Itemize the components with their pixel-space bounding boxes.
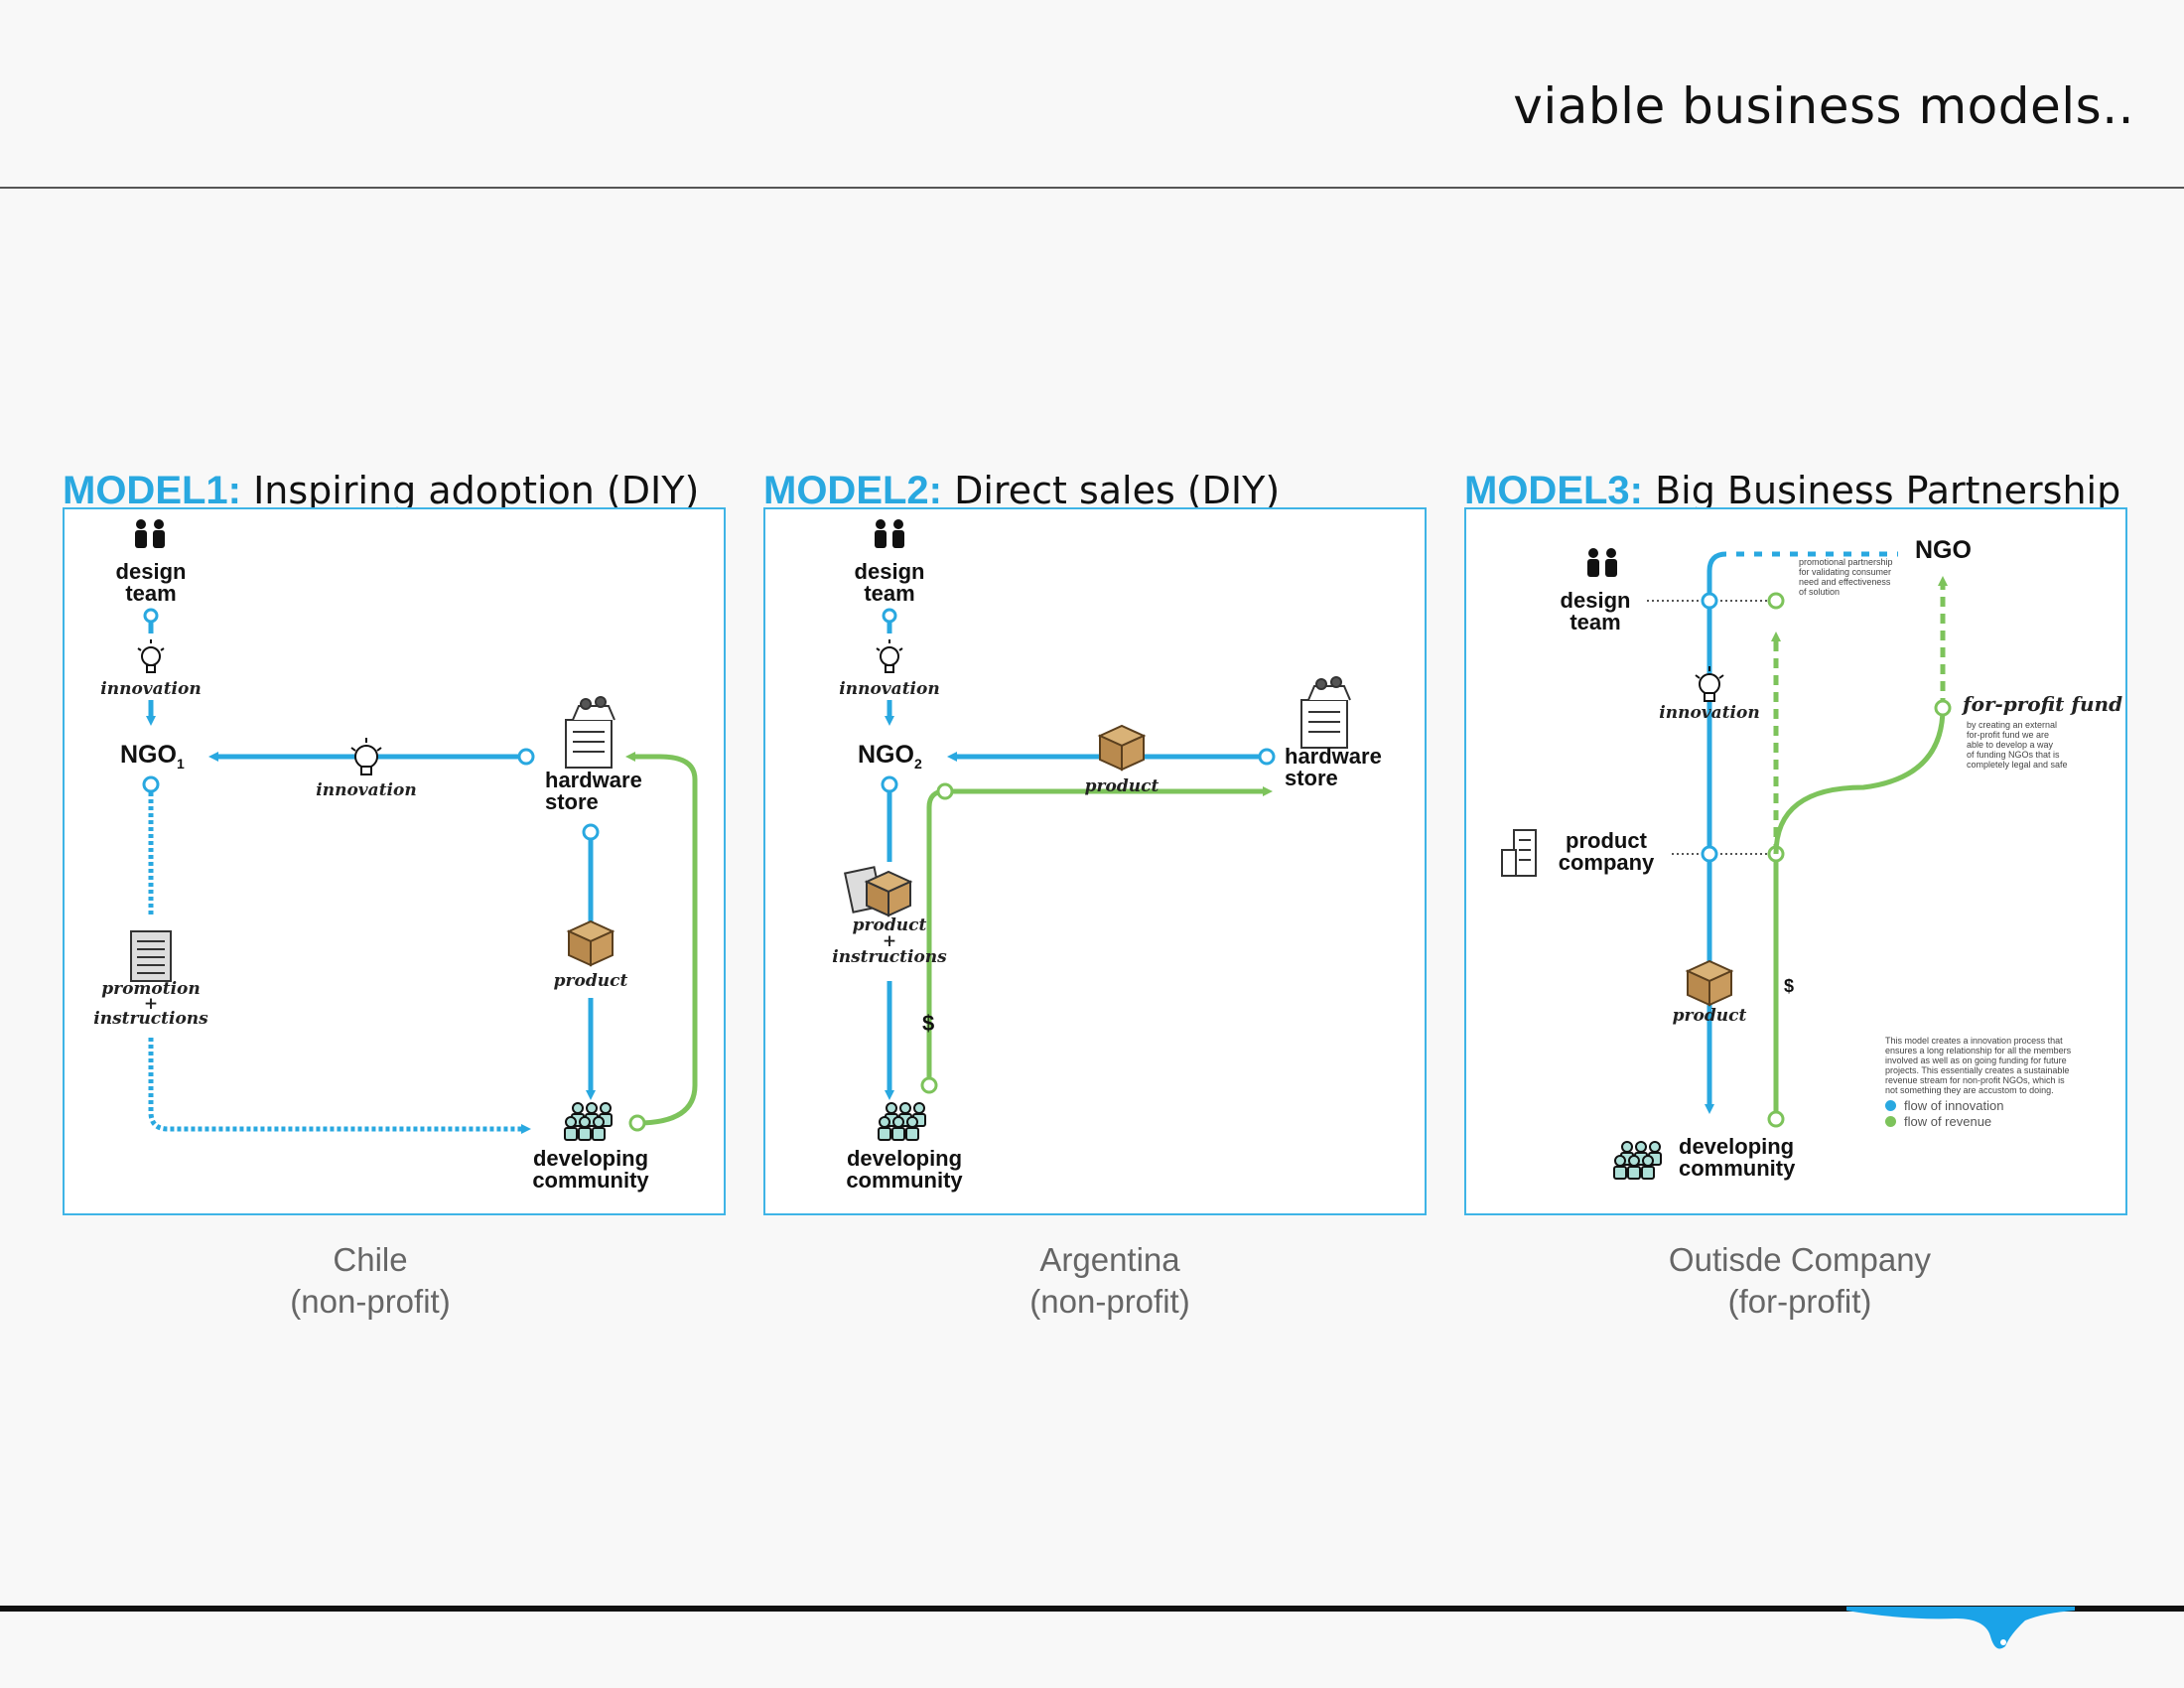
lightbulb-icon — [876, 639, 903, 673]
page-title: viable business models.. — [1513, 77, 2134, 135]
design-team-label: design team — [1560, 588, 1631, 634]
model3-diagram — [1501, 548, 1952, 1180]
model3-tag: MODEL3: — [1464, 469, 1643, 512]
people-icon — [1587, 548, 1617, 577]
document-icon — [130, 930, 172, 982]
design-team-label: design team — [854, 559, 925, 606]
model1-heading: MODEL1: Inspiring adoption (DIY) — [63, 469, 699, 513]
store-icon — [1300, 676, 1351, 749]
box-icon — [566, 919, 615, 967]
model3-caption: Outisde Company (for-profit) — [1601, 1239, 1998, 1323]
model1-diagram — [130, 519, 698, 1141]
promotion-label: promotion + instructions — [93, 979, 208, 1029]
top-divider — [0, 187, 2184, 189]
model-note: This model creates a innovation process … — [1885, 1036, 2072, 1095]
model2-tag: MODEL2: — [763, 469, 942, 512]
ngo-label: NGO — [1915, 536, 1972, 564]
model1-panel: design team innovation NGO1 innovation h… — [63, 507, 726, 1215]
fund-note: by creating an external for-profit fund … — [1967, 720, 2068, 770]
product-label: product — [553, 971, 628, 991]
model2-heading: MODEL2: Direct sales (DIY) — [763, 469, 1280, 513]
community-icon — [878, 1102, 926, 1141]
store-icon — [565, 696, 615, 769]
product-label: product — [1672, 1006, 1747, 1026]
bottom-divider — [0, 1606, 2184, 1612]
caption-company: Outisde Company — [1668, 1241, 1932, 1278]
model3-panel: NGO promotional partnership for validati… — [1464, 507, 2127, 1215]
model2-panel: design team innovation NGO2 product hard… — [763, 507, 1427, 1215]
dollar-label: $ — [1784, 976, 1795, 996]
community-icon — [1613, 1141, 1662, 1180]
model2-caption: Argentina (non-profit) — [911, 1239, 1308, 1323]
promo-note: promotional partnership for validating c… — [1799, 557, 1893, 597]
document-box-icon — [843, 866, 913, 917]
innovation-label: innovation — [1659, 703, 1760, 723]
box-icon — [1097, 724, 1147, 772]
model1-tag: MODEL1: — [63, 469, 241, 512]
design-team-label: design team — [115, 559, 187, 606]
ngo-label: NGO1 — [120, 741, 185, 772]
model1-caption: Chile (non-profit) — [172, 1239, 569, 1323]
caption-type: (non-profit) — [1029, 1283, 1190, 1320]
box-icon — [1685, 959, 1734, 1007]
ngo-label: NGO2 — [858, 741, 922, 772]
water-drop-logo-icon — [1846, 1607, 2075, 1649]
caption-type: (for-profit) — [1727, 1283, 1872, 1320]
model2-diagram — [843, 519, 1351, 1141]
model1-title: Inspiring adoption (DIY) — [253, 469, 700, 512]
product-flow-label: product — [1084, 776, 1160, 796]
lightbulb-icon — [1695, 666, 1724, 702]
green-dot-icon — [1885, 1116, 1896, 1127]
lightbulb-icon — [350, 738, 382, 775]
for-profit-fund-label: for-profit fund — [1963, 692, 2123, 716]
hardware-store-label: hardware store — [545, 768, 642, 814]
building-icon — [1501, 829, 1537, 877]
lightbulb-icon — [137, 639, 165, 673]
caption-country: Chile — [333, 1241, 408, 1278]
community-icon — [564, 1102, 613, 1141]
innovation-label: innovation — [839, 679, 940, 699]
model3-title: Big Business Partnership — [1655, 469, 2121, 512]
developing-community-label: developing community — [1679, 1134, 1796, 1181]
innovation-flow-label: innovation — [316, 780, 417, 800]
product-instructions-label: product + instructions — [832, 915, 947, 967]
legend-innovation: flow of innovation — [1885, 1098, 2003, 1114]
hardware-store-label: hardware store — [1285, 744, 1382, 790]
caption-country: Argentina — [1039, 1241, 1180, 1278]
product-company-label: product company — [1558, 828, 1655, 875]
model3-heading: MODEL3: Big Business Partnership — [1464, 469, 2120, 513]
developing-community-label: developing community — [532, 1146, 649, 1193]
dollar-label: $ — [922, 1011, 935, 1036]
model2-title: Direct sales (DIY) — [954, 469, 1281, 512]
people-icon — [135, 519, 165, 548]
legend-revenue: flow of revenue — [1885, 1114, 2003, 1130]
legend: flow of innovation flow of revenue — [1885, 1098, 2003, 1130]
caption-type: (non-profit) — [290, 1283, 451, 1320]
blue-dot-icon — [1885, 1100, 1896, 1111]
people-icon — [875, 519, 904, 548]
developing-community-label: developing community — [846, 1146, 963, 1193]
innovation-label: innovation — [100, 679, 202, 699]
